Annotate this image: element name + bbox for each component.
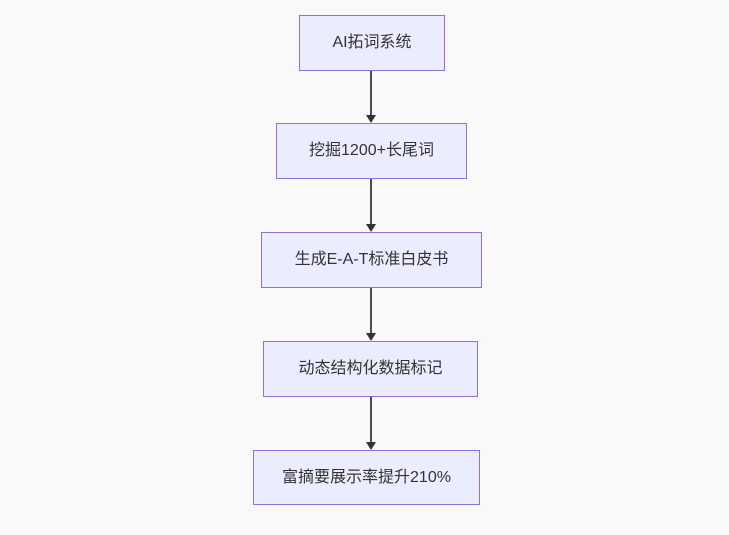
flow-edge-arrow-down-icon [370,179,372,224]
flow-node-eat-whitepaper: 生成E-A-T标准白皮书 [261,232,482,288]
flow-node-rich-snippet-result: 富摘要展示率提升210% [253,450,480,505]
flow-node-label: AI拓词系统 [332,34,412,52]
flow-edge-arrow-down-icon [370,288,372,333]
flow-node-label: 生成E-A-T标准白皮书 [294,251,449,269]
flow-node-label: 动态结构化数据标记 [298,360,443,378]
flow-node-ai-word-system: AI拓词系统 [299,15,445,71]
flow-edge-arrow-down-icon [370,397,372,442]
flow-edge-arrow-down-icon [370,71,372,115]
flow-node-structured-data-markup: 动态结构化数据标记 [263,341,478,397]
flow-node-longtail-mining: 挖掘1200+长尾词 [276,123,467,179]
flow-node-label: 富摘要展示率提升210% [282,468,451,486]
flow-node-label: 挖掘1200+长尾词 [309,142,434,160]
